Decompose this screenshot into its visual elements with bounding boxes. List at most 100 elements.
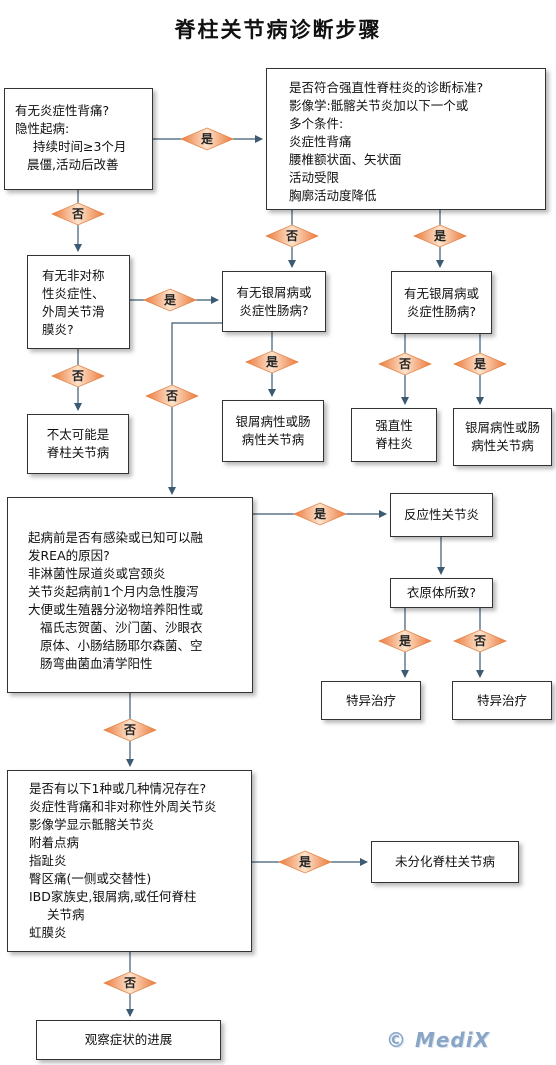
box-line: 关节病	[47, 907, 85, 922]
decision-label: 否	[165, 389, 178, 403]
box-asymmetric-arthritis-question: 有无非对称 性炎症性、 外周关节滑 膜炎?	[27, 255, 130, 349]
box-line: 膜炎?	[42, 322, 74, 337]
box-line: 特异治疗	[345, 692, 396, 708]
box-line: 强直性	[375, 418, 413, 433]
box-reactive-arthritis: 反应性关节炎	[390, 493, 493, 537]
box-line: 有无炎症性背痛?	[15, 103, 110, 118]
decision-no-diamond: 否	[145, 384, 199, 408]
box-psoriasis-ibd-question-middle: 有无银屑病或 炎症性肠病?	[222, 271, 326, 332]
box-line: 反应性关节炎	[403, 507, 479, 522]
box-line: 是否符合强直性脊柱炎的诊断标准?	[289, 80, 484, 95]
box-line: 活动受限	[289, 170, 340, 185]
decision-label: 是	[473, 357, 486, 371]
box-unlikely-spondyloarthropathy: 不太可能是 脊柱关节病	[27, 414, 129, 474]
box-line: 臀区痛(一侧或交替性)	[29, 871, 152, 886]
decision-yes-diamond: 是	[413, 224, 467, 248]
decision-label: 是	[200, 132, 213, 146]
box-line: 关节炎起病前1个月内急性腹泻	[28, 584, 199, 599]
decision-label: 否	[71, 207, 84, 221]
decision-no-diamond: 否	[378, 352, 432, 376]
box-line: 持续时间≥3个月	[33, 139, 127, 154]
decision-label: 否	[398, 357, 411, 371]
decision-yes-diamond: 是	[245, 350, 299, 374]
box-line: 福氏志贺菌、沙门菌、沙眼衣	[40, 620, 203, 635]
decision-label: 是	[298, 855, 311, 869]
decision-label: 否	[71, 369, 84, 383]
box-line: 外周关节滑	[42, 304, 105, 319]
box-chlamydia-question: 衣原体所致?	[390, 578, 493, 608]
decision-label: 否	[123, 723, 136, 737]
decision-label: 是	[313, 507, 326, 521]
box-line: 炎症性肠病?	[406, 303, 477, 319]
box-line: 特异治疗	[476, 692, 527, 708]
decision-no-diamond: 否	[265, 224, 319, 248]
box-line: 腰椎额状面、矢状面	[289, 152, 402, 167]
box-line: 原体、小肠结肠耶尔森菌、空	[40, 638, 203, 653]
decision-yes-diamond: 是	[143, 288, 197, 312]
box-line: 是否有以下1种或几种情况存在?	[29, 781, 207, 796]
decision-yes-diamond: 是	[293, 502, 347, 526]
box-line: 发REA的原因?	[28, 548, 110, 563]
box-line: 炎症性背痛和非对称性外周关节炎	[29, 799, 217, 814]
box-line: 隐性起病:	[15, 121, 70, 136]
box-features-question: 是否有以下1种或几种情况存在? 炎症性背痛和非对称性外周关节炎 影像学显示骶髂关…	[7, 770, 252, 952]
box-line: 性炎症性、	[42, 286, 105, 301]
box-observe-progression: 观察症状的进展	[36, 1020, 221, 1060]
box-specific-treatment-right: 特异治疗	[452, 681, 552, 720]
box-line: 起病前是否有感染或已知可以融	[28, 530, 204, 545]
box-line: 有无银屑病或	[236, 284, 312, 300]
box-line: IBD家族史,银屑病,或任何脊柱	[29, 889, 197, 904]
box-line: 附着点病	[29, 835, 80, 850]
box-line: 脊柱炎	[375, 436, 413, 451]
decision-no-diamond: 否	[103, 971, 157, 995]
box-line: 胸廓活动度降低	[289, 188, 377, 203]
decision-yes-diamond: 是	[378, 629, 432, 653]
box-line: 病性关节病	[241, 432, 305, 447]
box-line: 大便或生殖器分泌物培养阳性或	[28, 602, 204, 617]
box-line: 观察症状的进展	[84, 1032, 173, 1047]
decision-no-diamond: 否	[51, 202, 105, 226]
box-line: 影像学:骶髂关节炎加以下一个或	[289, 98, 469, 113]
box-undifferentiated-spondyloarthropathy: 未分化脊柱关节病	[371, 841, 519, 883]
box-line: 银屑病性或肠	[235, 414, 311, 429]
decision-label: 否	[473, 634, 486, 648]
box-line: 脊柱关节病	[46, 445, 110, 460]
box-back-pain-question: 有无炎症性背痛? 隐性起病: 持续时间≥3个月 晨僵,活动后改善	[4, 88, 153, 190]
decision-label: 否	[285, 229, 298, 243]
box-line: 多个条件:	[289, 116, 344, 131]
box-psoriasis-ibd-question-right: 有无银屑病或 炎症性肠病?	[391, 271, 492, 334]
box-rea-trigger-question: 起病前是否有感染或已知可以融 发REA的原因? 非淋菌性尿道炎或宫颈炎 关节炎起…	[7, 497, 253, 693]
decision-no-diamond: 否	[453, 629, 507, 653]
decision-no-diamond: 否	[103, 718, 157, 742]
decision-label: 是	[265, 355, 278, 369]
box-psoriatic-enteropathic-middle: 银屑病性或肠 病性关节病	[222, 400, 324, 462]
decision-label: 是	[163, 293, 176, 307]
box-line: 炎症性背痛	[289, 134, 352, 149]
box-line: 晨僵,活动后改善	[27, 157, 119, 172]
box-line: 炎症性肠病?	[239, 302, 309, 318]
box-line: 肠弯曲菌血清学阳性	[40, 656, 153, 671]
box-line: 虹膜炎	[29, 925, 67, 940]
decision-yes-diamond: 是	[278, 850, 332, 874]
decision-label: 否	[123, 976, 136, 990]
box-line: 未分化脊柱关节病	[394, 854, 495, 869]
decision-label: 是	[398, 634, 411, 648]
box-as-criteria: 是否符合强直性脊柱炎的诊断标准? 影像学:骶髂关节炎加以下一个或 多个条件: 炎…	[266, 68, 546, 210]
box-line: 非淋菌性尿道炎或宫颈炎	[28, 566, 166, 581]
box-psoriatic-enteropathic-right: 银屑病性或肠 病性关节病	[453, 408, 552, 466]
medix-logo: © MediX	[386, 1028, 491, 1052]
box-line: 有无银屑病或	[403, 285, 479, 301]
decision-yes-diamond: 是	[180, 127, 234, 151]
box-line: 银屑病性或肠	[464, 420, 540, 435]
box-specific-treatment-left: 特异治疗	[321, 681, 421, 720]
decision-yes-diamond: 是	[453, 352, 507, 376]
box-line: 指趾炎	[29, 853, 67, 868]
box-line: 病性关节病	[471, 438, 534, 453]
box-line: 有无非对称	[42, 268, 105, 283]
box-ankylosing-spondylitis: 强直性 脊柱炎	[351, 408, 437, 462]
box-line: 不太可能是	[46, 427, 110, 442]
decision-label: 是	[433, 229, 446, 243]
box-line: 衣原体所致?	[406, 585, 477, 600]
page-title: 脊柱关节病诊断步骤	[174, 17, 382, 42]
decision-no-diamond: 否	[51, 364, 105, 388]
